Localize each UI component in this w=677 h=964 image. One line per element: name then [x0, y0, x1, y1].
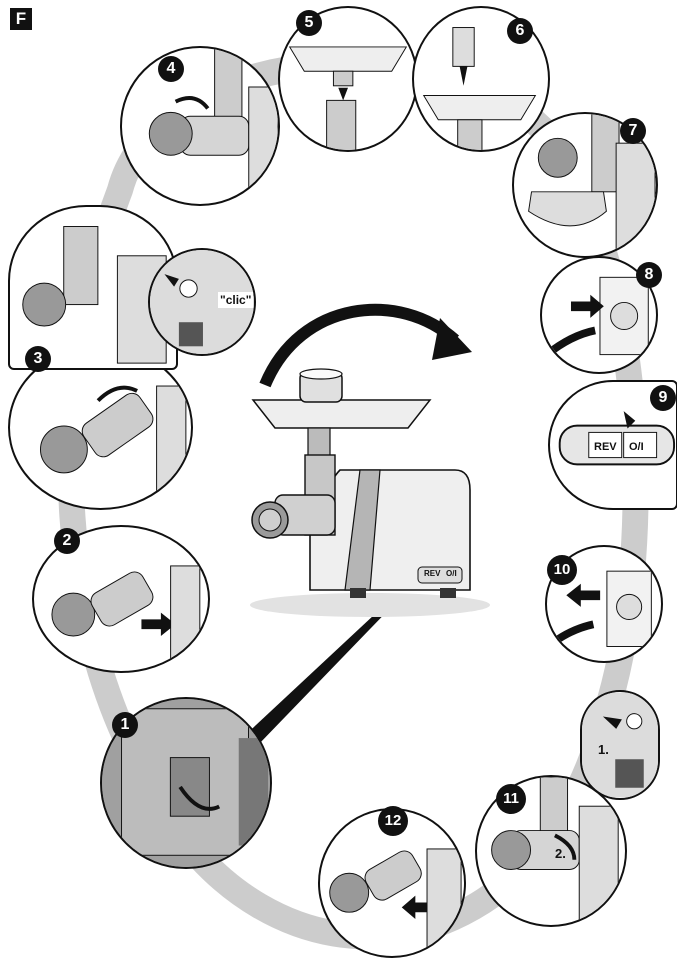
step-2-badge: 2	[54, 528, 80, 554]
step-10-badge: 10	[547, 555, 577, 585]
onoff-label-main: O/I	[446, 569, 457, 578]
step-11-badge: 11	[496, 784, 526, 814]
step-5-illustration	[288, 46, 408, 150]
step-9-panel	[548, 380, 677, 510]
step-8-badge: 8	[636, 262, 662, 288]
step-7-illustration	[528, 114, 656, 251]
step-8-illustration	[544, 276, 649, 358]
step-5-badge: 5	[296, 10, 322, 36]
step-11-illustration	[491, 777, 619, 924]
step-7-badge: 7	[620, 118, 646, 144]
step-1-panel	[100, 697, 272, 869]
sub-step-2-label: 2.	[555, 846, 566, 861]
step-3-badge: 3	[25, 346, 51, 372]
step-2-illustration	[51, 565, 201, 664]
step-9-illustration	[558, 411, 676, 466]
rev-label-step-9: REV	[594, 441, 617, 453]
step-12-illustration	[329, 848, 462, 952]
step-3-panel	[8, 345, 193, 510]
step-7-panel	[512, 112, 658, 258]
step-10-illustration	[549, 570, 652, 647]
step-9-badge: 9	[650, 385, 676, 411]
step-4-panel	[120, 46, 280, 206]
step-6-badge: 6	[507, 18, 533, 44]
step-6-illustration	[422, 27, 537, 150]
clic-detail-panel	[148, 248, 256, 356]
step-11-detail-panel	[580, 690, 660, 800]
step-1-badge: 1	[112, 712, 138, 738]
figure-label: F	[10, 8, 32, 30]
onoff-label-step-9: O/I	[629, 441, 644, 453]
step-3-illustration	[40, 385, 187, 494]
step-8-panel	[540, 256, 658, 374]
step-11-panel	[475, 775, 627, 927]
step-12-badge: 12	[378, 806, 408, 836]
clic-label: "clic"	[218, 292, 254, 308]
rev-label-main: REV	[424, 569, 441, 578]
step-11-detail-illustration	[582, 692, 658, 798]
step-4-illustration	[148, 48, 278, 195]
sub-step-1-label: 1.	[598, 742, 609, 757]
step-4-badge: 4	[158, 56, 184, 82]
step-3-connection-panel	[8, 205, 178, 370]
